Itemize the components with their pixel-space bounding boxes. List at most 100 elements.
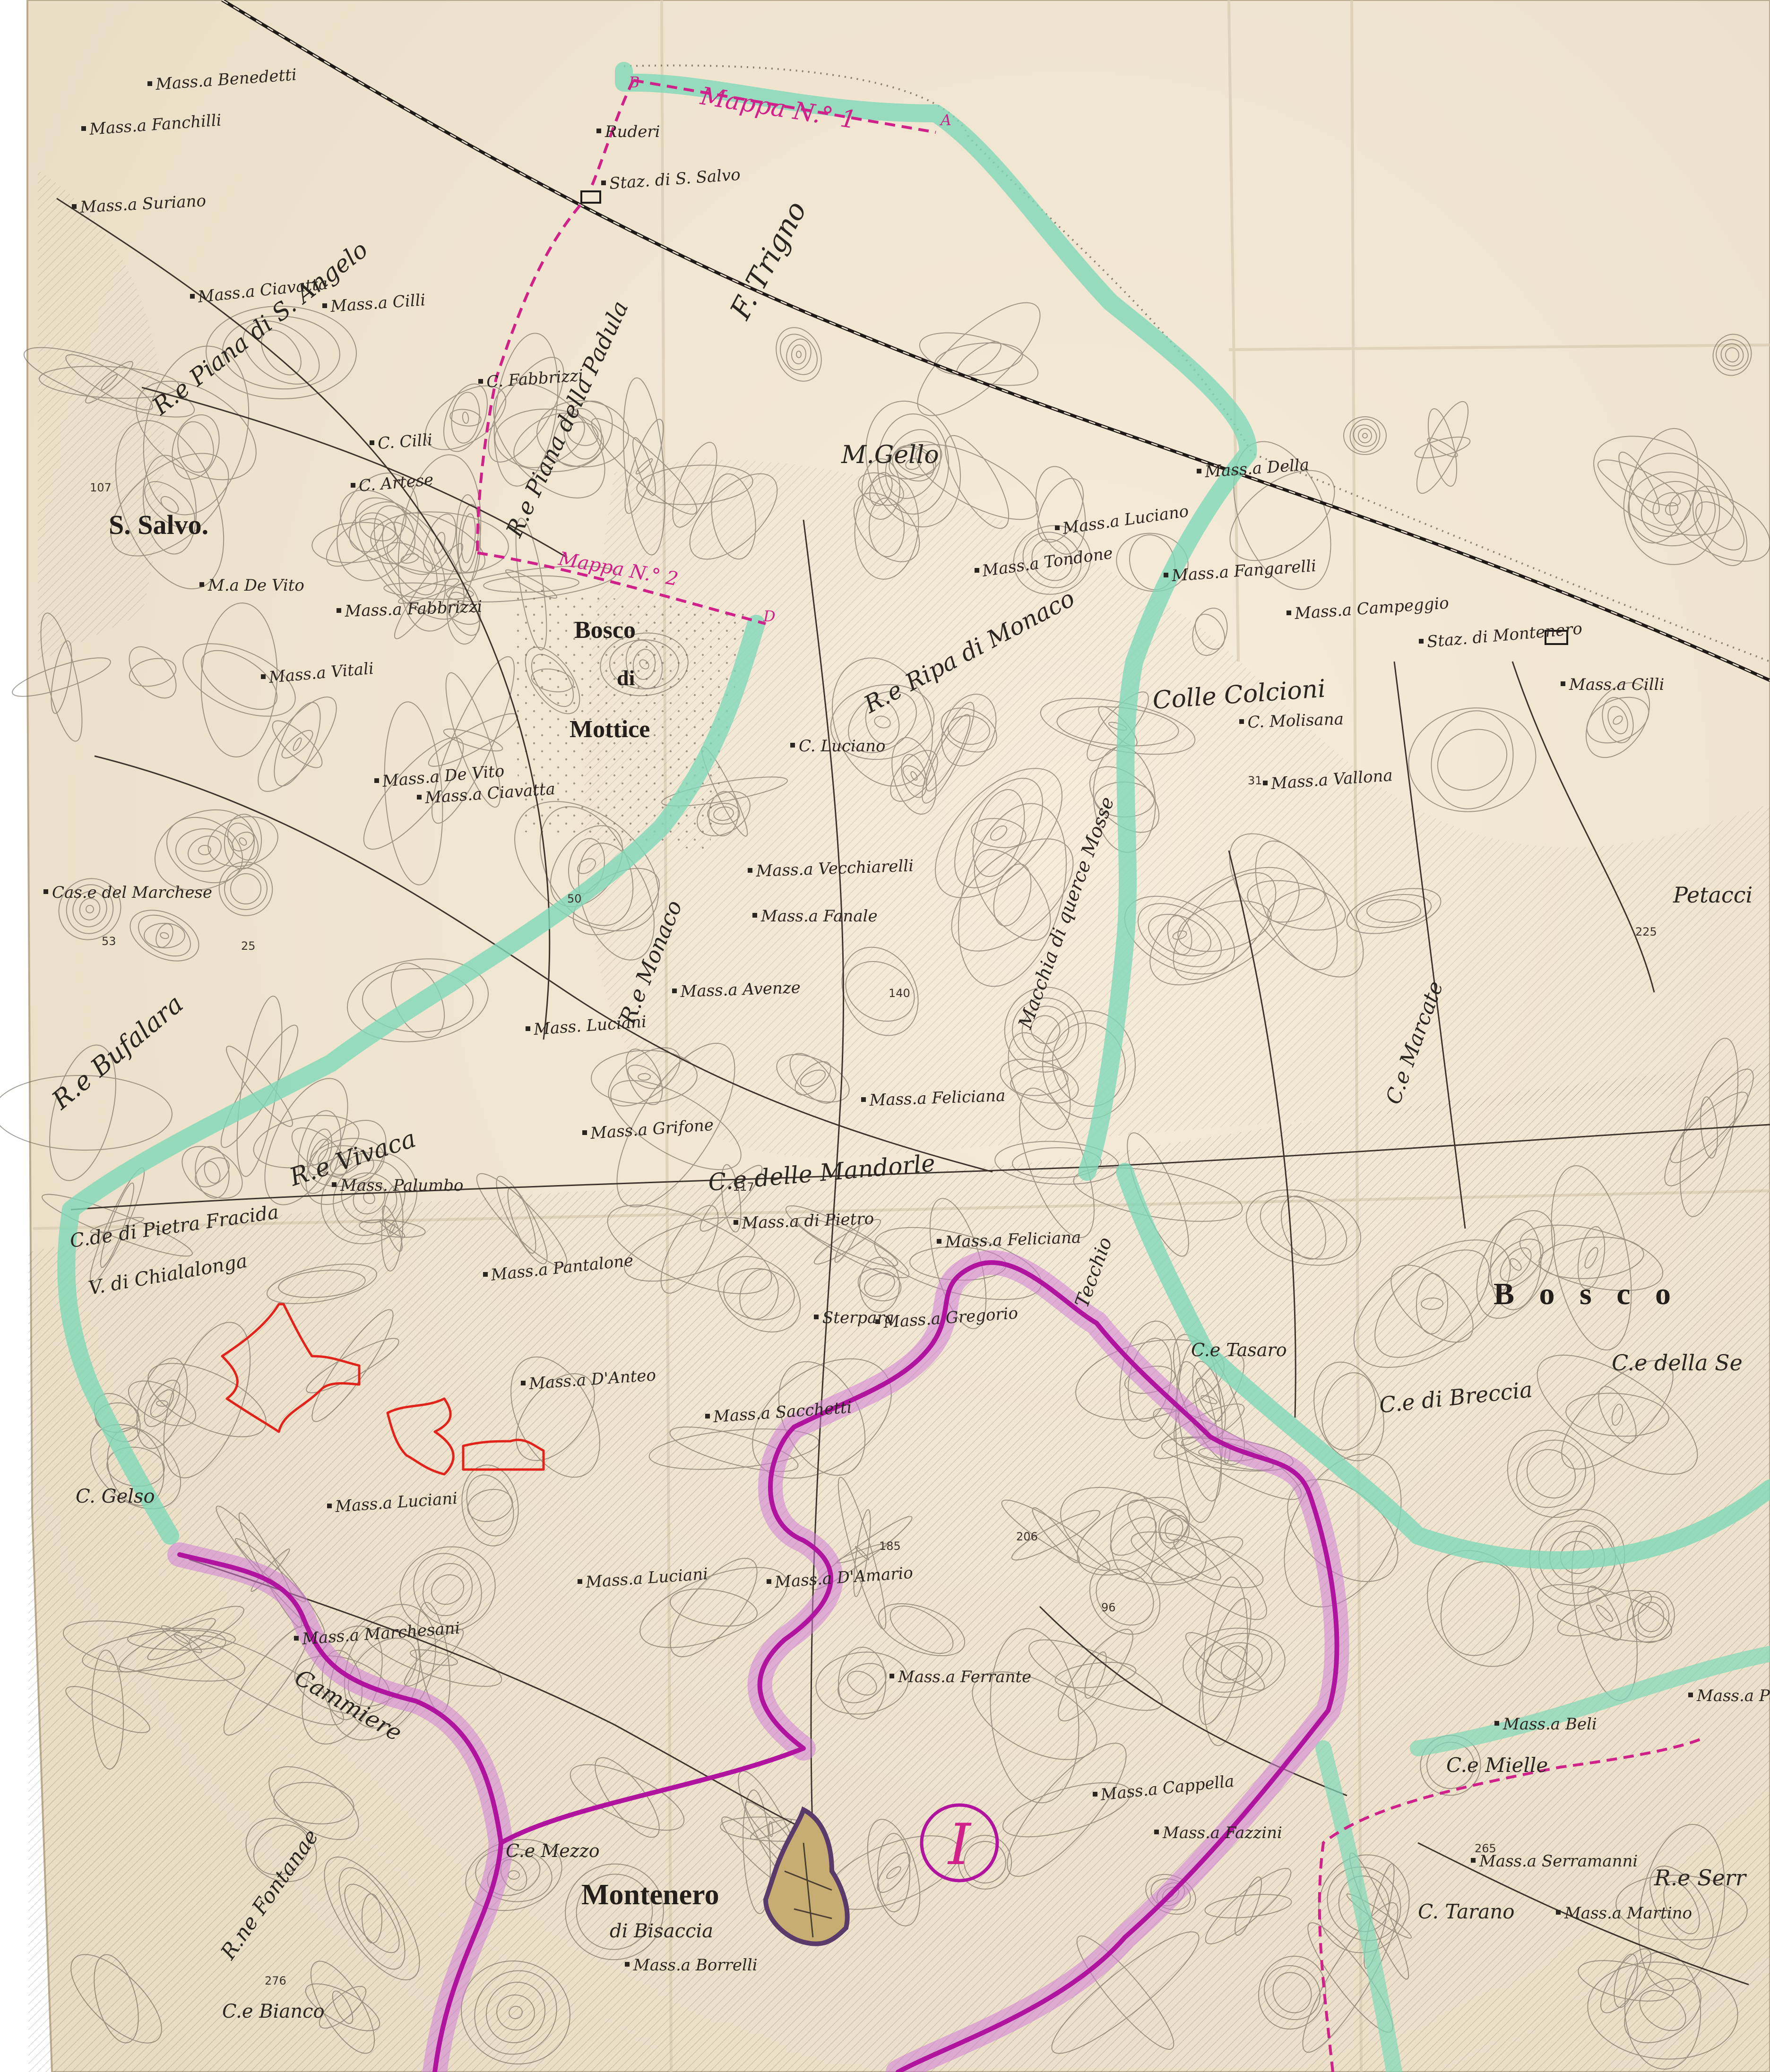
contour-line xyxy=(1390,1264,1474,1343)
contour-line xyxy=(1031,539,1073,581)
contour-line xyxy=(129,646,177,699)
farm-label: C. Cilli xyxy=(377,430,433,453)
contour-line xyxy=(344,1883,400,1953)
contour-line xyxy=(485,1982,546,2043)
contour-line xyxy=(1073,1167,1243,1222)
contour-line xyxy=(195,1157,230,1187)
elevation-label: 53 xyxy=(102,935,116,948)
contour-line xyxy=(310,1138,329,1166)
contour-line xyxy=(1192,608,1228,656)
contour-line xyxy=(971,818,1027,848)
contour-line xyxy=(1362,433,1368,438)
contour-line xyxy=(600,632,689,696)
contour-line xyxy=(1596,1605,1613,1622)
contour-line xyxy=(1272,1972,1312,2013)
red-parcel-grugnali xyxy=(221,1303,361,1433)
contour-line xyxy=(1183,1627,1286,1698)
contour-line xyxy=(1537,1584,1672,1642)
contour-line xyxy=(832,657,933,787)
contour-line xyxy=(1229,833,1364,978)
farm-building-icon xyxy=(752,913,757,918)
farm-building-icon xyxy=(937,1239,941,1244)
contour-line xyxy=(1529,1509,1625,1606)
contour-line xyxy=(627,1065,661,1089)
contour-line xyxy=(553,400,613,467)
contour-line xyxy=(895,445,936,476)
farm-building-icon xyxy=(790,743,795,748)
contour-line xyxy=(1623,453,1720,565)
contour-line xyxy=(901,754,927,798)
contour-line xyxy=(1302,1902,1399,2053)
contour-line xyxy=(281,730,313,759)
elevation-label: 265 xyxy=(1475,1842,1496,1855)
farm-building-icon xyxy=(734,1220,738,1225)
contour-line xyxy=(1313,1361,1384,1462)
contour-line xyxy=(94,1954,139,2044)
contour-line xyxy=(1195,1633,1273,1693)
farm-label: Mass. Palumbo xyxy=(340,1176,463,1195)
contour-line xyxy=(1054,1662,1137,1688)
contour-line xyxy=(1628,428,1699,544)
contour-line xyxy=(951,838,1074,952)
contour-line xyxy=(70,1954,162,2044)
contour-line xyxy=(332,1990,354,2024)
contour-line xyxy=(1510,1258,1522,1271)
farm-building-icon xyxy=(1556,1910,1561,1915)
contour-line xyxy=(1137,903,1222,967)
farm-building-icon xyxy=(975,568,979,573)
contour-line xyxy=(993,863,1032,927)
contour-line xyxy=(713,806,734,821)
farm-label: Mass.a Beli xyxy=(1502,1715,1597,1734)
contour-line xyxy=(1437,729,1508,791)
farm-building-icon xyxy=(1239,719,1244,724)
bianco-label: C.e Bianco xyxy=(222,2001,325,2022)
farm-label: Mass.a Serramanni xyxy=(1479,1852,1638,1871)
contour-line xyxy=(306,1338,399,1393)
contour-line xyxy=(1012,1147,1102,1179)
contour-line xyxy=(935,768,1062,898)
contour-line xyxy=(394,512,485,574)
contour-line xyxy=(1679,1038,1739,1217)
contour-line xyxy=(66,884,114,934)
contour-line xyxy=(1172,930,1187,940)
contour-line xyxy=(1076,1935,1174,2050)
contour-line xyxy=(1089,766,1160,833)
contour-line xyxy=(1427,408,1458,487)
farm-building-icon xyxy=(261,674,266,679)
contour-line xyxy=(892,447,934,481)
farm-building-icon xyxy=(705,1414,710,1419)
contour-line xyxy=(1356,894,1432,928)
contour-line xyxy=(854,475,919,580)
contour-line xyxy=(878,1603,966,1657)
contour-line xyxy=(488,357,564,463)
farm-building-icon xyxy=(875,1319,880,1324)
contour-line xyxy=(964,1841,1006,1883)
contour-line xyxy=(795,351,802,358)
zone-number: I xyxy=(947,1812,972,1878)
della-se-label: C.e della Se xyxy=(1612,1350,1743,1376)
contour-line xyxy=(838,1663,887,1703)
r-serr-label: R.e Serr xyxy=(1654,1865,1747,1891)
farm-building-icon xyxy=(1197,469,1201,473)
contour-line xyxy=(476,1173,568,1267)
farm-label: Mass.a Martino xyxy=(1564,1904,1692,1923)
farm-building-icon xyxy=(1494,1721,1499,1726)
farm-label: Cas.e del Marchese xyxy=(52,883,212,902)
sheet-boundary-dashed xyxy=(476,79,1702,2072)
contour-line xyxy=(1664,1068,1754,1186)
contour-line xyxy=(974,849,1051,941)
contour-line xyxy=(1663,1881,1700,1934)
contour-line xyxy=(226,1046,293,1127)
contour-line xyxy=(972,1671,1097,1760)
place-labels: S. Salvo. Montenero di Bisaccia Bosco di… xyxy=(109,441,1753,1942)
farm-building-icon xyxy=(748,868,752,873)
corner-a-label: A xyxy=(939,111,951,129)
contour-line xyxy=(848,691,917,753)
contour-line xyxy=(1195,614,1225,650)
montenero-label: Montenero xyxy=(581,1879,719,1911)
farm-building-icon xyxy=(582,1130,587,1135)
contour-line xyxy=(776,327,822,382)
contour-line xyxy=(510,1356,600,1478)
contour-line xyxy=(660,1205,719,1294)
contour-line xyxy=(1247,880,1346,931)
